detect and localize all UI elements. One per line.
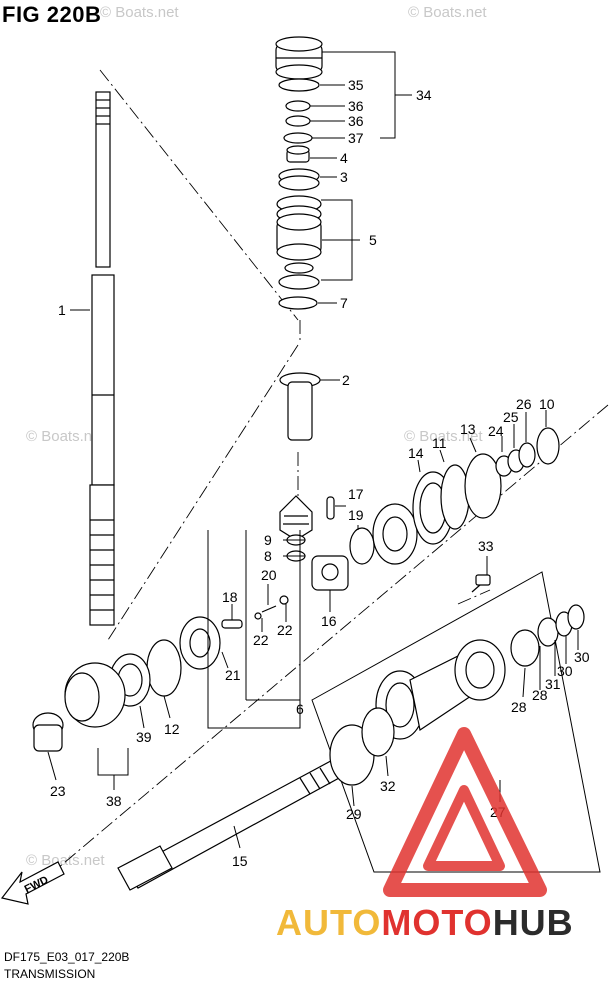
callout-10: 10: [539, 396, 555, 412]
figure-title: FIG 220B: [2, 2, 102, 27]
callout-25: 25: [503, 409, 519, 425]
callout-2: 2: [342, 372, 350, 388]
callout-13: 13: [460, 421, 476, 437]
callout-39: 39: [136, 729, 152, 745]
callout-5: 5: [369, 232, 377, 248]
callout-7: 7: [340, 295, 348, 311]
callout-29: 29: [346, 806, 362, 822]
callout-21: 21: [225, 667, 241, 683]
brand-logo-mark: [383, 727, 547, 897]
callout-31: 31: [545, 676, 561, 692]
callout-24: 24: [488, 423, 504, 439]
callout-23: 23: [50, 783, 66, 799]
fwd-label: FWD: [23, 874, 51, 896]
callout-20: 20: [261, 567, 277, 583]
group-bracket-27: [311, 571, 601, 873]
callout-labels: 1 2 3 4 5 6 7 8 9 10 11 12 13 14 15 16 1…: [50, 77, 590, 869]
watermark: © Boats.net: [404, 428, 483, 445]
callout-6: 6: [296, 701, 304, 717]
watermark: © Boats.net: [100, 4, 179, 21]
callout-28a: 28: [511, 699, 527, 715]
alignment-lines: [19, 69, 609, 901]
callout-16: 16: [321, 613, 337, 629]
gear-carrier: [329, 604, 585, 786]
callout-22a: 22: [253, 632, 269, 648]
callout-15: 15: [232, 853, 248, 869]
callout-1: 1: [58, 302, 66, 318]
watermark: © Boats.net: [26, 852, 105, 869]
callout-26: 26: [516, 396, 532, 412]
brand-part-auto: AUTO: [276, 902, 382, 943]
callout-11: 11: [432, 435, 447, 451]
upper-bearing-stack: [275, 36, 323, 441]
diagram-title: TRANSMISSION: [4, 967, 96, 981]
propeller-shaft: [117, 755, 351, 891]
callout-8: 8: [264, 548, 272, 564]
driveshaft: [89, 91, 115, 626]
callout-12: 12: [164, 721, 180, 737]
callout-33: 33: [478, 538, 494, 554]
brand-part-moto: MOTO: [381, 902, 493, 943]
callout-3: 3: [340, 169, 348, 185]
callout-34: 34: [416, 87, 432, 103]
callout-37: 37: [348, 130, 364, 146]
callout-19: 19: [348, 507, 364, 523]
brand-wordmark: AUTOMOTOHUB: [276, 902, 574, 944]
callout-22b: 22: [277, 622, 293, 638]
callout-32: 32: [380, 778, 396, 794]
callout-36a: 36: [348, 98, 364, 114]
leader-lines: [47, 51, 579, 849]
callout-18: 18: [222, 589, 238, 605]
callout-17: 17: [348, 486, 364, 502]
watermark: © Boats.net: [26, 428, 105, 445]
diagram-code: DF175_E03_017_220B: [4, 950, 130, 964]
callout-35: 35: [348, 77, 364, 93]
callout-28b: 28: [532, 687, 548, 703]
group-bracket-6: [207, 530, 301, 729]
callout-14: 14: [408, 445, 424, 461]
callout-36b: 36: [348, 113, 364, 129]
callout-9: 9: [264, 532, 272, 548]
gear-assembly: [32, 427, 560, 752]
watermark: © Boats.net: [408, 4, 487, 21]
callout-4: 4: [340, 150, 348, 166]
brand-part-hub: HUB: [492, 902, 574, 943]
callout-30b: 30: [557, 663, 573, 679]
callout-30a: 30: [574, 649, 590, 665]
callout-38: 38: [106, 793, 122, 809]
forward-arrow: FWD: [0, 861, 65, 905]
